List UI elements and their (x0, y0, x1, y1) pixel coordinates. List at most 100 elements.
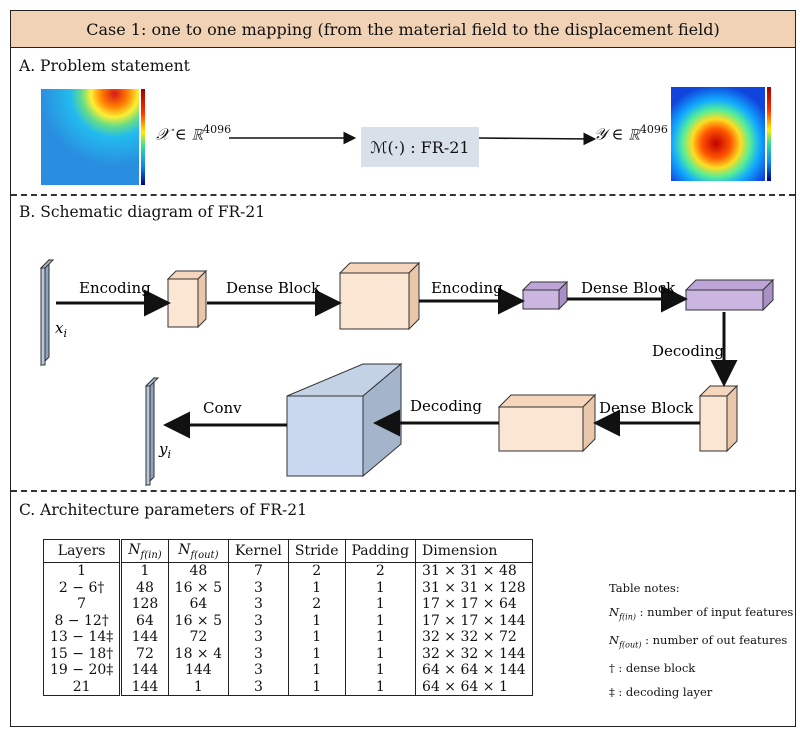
table-cell: 3 (228, 612, 289, 629)
block-1 (166, 269, 208, 329)
table-cell: 1 (344, 612, 416, 629)
table-cell: 15 − 18† (50, 645, 114, 662)
edge-label-dense-1: Dense Block (226, 279, 321, 297)
table-cell: 64 (119, 612, 169, 629)
table-cell: 3 (228, 645, 289, 662)
section-a-title: A. Problem statement (19, 57, 190, 75)
table-cell: 1 (287, 629, 346, 646)
table-cell: 1 (119, 562, 169, 580)
output-plate (144, 376, 160, 487)
table-cell: 3 (228, 629, 289, 646)
table-cell: 17 × 17 × 144 (415, 612, 533, 629)
table-cell: 32 × 32 × 144 (415, 645, 533, 662)
input-material-field (41, 89, 145, 185)
col-nf-in: Nf(in) (119, 539, 169, 563)
input-var-label: xi (55, 319, 67, 340)
input-space-label: 𝒳 ∈ ℝ4096 (156, 123, 232, 144)
section-a-arrows (229, 131, 597, 146)
table-cell: 1 (287, 579, 346, 596)
table-cell: 1 (344, 629, 416, 646)
architecture-table: Layers Nf(in) Nf(out) Kernel Stride Padd… (43, 539, 533, 696)
table-cell: 64 × 64 × 1 (415, 678, 533, 696)
table-cell: 1 (344, 678, 416, 696)
edge-label-decoding-1: Decoding (652, 342, 724, 360)
table-cell: 144 (119, 678, 169, 696)
block-4 (684, 278, 775, 312)
header-title: Case 1: one to one mapping (from the mat… (86, 19, 720, 39)
table-cell: 144 (119, 662, 169, 679)
table-cell: 1 (287, 612, 346, 629)
table-cell: 3 (228, 579, 289, 596)
table-cell: 48 (119, 579, 169, 596)
arrow-map-to-output (478, 132, 597, 146)
edge-label-dense-3: Dense Block (599, 399, 694, 417)
col-padding: Padding (344, 539, 416, 563)
output-displacement-field (671, 87, 771, 181)
table-cell: 3 (228, 662, 289, 679)
notes-title: Table notes: (609, 581, 680, 595)
table-cell: 3 (228, 596, 289, 613)
table-cell: 64 × 64 × 144 (415, 662, 533, 679)
figure-frame: Case 1: one to one mapping (from the mat… (10, 10, 796, 727)
table-cell: 1 (344, 645, 416, 662)
table-cell: 8 − 12† (54, 612, 109, 629)
table-cell: 1 (287, 662, 346, 679)
note-n-in: Nf(in) : number of input features (609, 604, 794, 622)
col-nf-out: Nf(out) (167, 539, 229, 563)
table-cell: 1 (167, 678, 229, 696)
table-cell: 3 (228, 678, 289, 696)
schematic-diagram: xi (39, 258, 775, 487)
edge-label-encoding-2: Encoding (431, 279, 503, 297)
output-var-label: yi (158, 440, 171, 461)
edge-label-encoding-1: Encoding (79, 279, 151, 297)
table-cell: 1 (77, 563, 87, 580)
table-cell: 31 × 31 × 48 (415, 562, 533, 580)
note-dagger: † : dense block (609, 660, 696, 675)
table-cell: 128 (119, 596, 169, 613)
note-n-out: Nf(out) : number of out features (609, 632, 788, 650)
output-space-label: 𝒴 ∈ ℝ4096 (594, 123, 668, 144)
divider-a-b (11, 194, 795, 196)
table-cell: 32 × 32 × 72 (415, 629, 533, 646)
col-kernel: Kernel (228, 539, 289, 563)
input-plate (39, 258, 55, 367)
table-cell: 16 × 5 (167, 612, 229, 629)
figure-header: Case 1: one to one mapping (from the mat… (11, 11, 795, 48)
table-cell: 144 (167, 662, 229, 679)
col-dimension: Dimension (415, 539, 533, 563)
table-cell: 18 × 4 (167, 645, 229, 662)
block-3 (521, 280, 569, 311)
edge-label-conv: Conv (203, 399, 242, 417)
col-stride: Stride (287, 539, 346, 563)
table-cell: 2 (287, 562, 346, 580)
block-2 (338, 261, 421, 331)
block-6 (497, 393, 597, 453)
table-cell: 1 (344, 579, 416, 596)
section-c-title: C. Architecture parameters of FR-21 (19, 501, 307, 519)
table-cell: 2 (287, 596, 346, 613)
table-cell: 72 (119, 645, 169, 662)
edge-label-dense-2: Dense Block (581, 279, 676, 297)
block-7 (286, 362, 403, 478)
table-cell: 48 (167, 562, 229, 580)
table-cell: 72 (167, 629, 229, 646)
table-header-row: Layers Nf(in) Nf(out) Kernel Stride Padd… (43, 539, 533, 563)
table-cell: 144 (119, 629, 169, 646)
block-5 (698, 384, 739, 453)
table-cell: 1 (344, 596, 416, 613)
table-cell: 1 (344, 662, 416, 679)
table-cell: 21 (72, 678, 91, 695)
table-cell: 2 (344, 562, 416, 580)
table-cell: 7 (77, 596, 87, 613)
table-cell: 7 (228, 562, 289, 580)
mapping-box: ℳ(·) : FR-21 (361, 127, 479, 167)
table-cell: 16 × 5 (167, 579, 229, 596)
table-cell: 64 (167, 596, 229, 613)
